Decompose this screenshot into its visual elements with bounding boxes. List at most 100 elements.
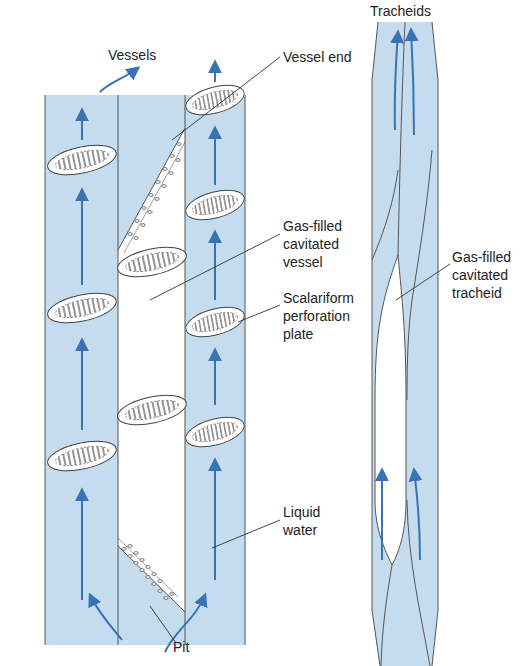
perforation-plates <box>184 185 247 225</box>
vessel-pits <box>176 159 180 162</box>
water-flow-arrows <box>100 68 138 92</box>
leader-lines <box>212 520 280 548</box>
vessel-pits <box>163 168 167 171</box>
vessel-pits <box>134 552 138 555</box>
section-heading: Tracheids <box>370 2 460 20</box>
leader-lines <box>150 234 280 300</box>
cavitated-vessel <box>124 142 185 253</box>
cavitated-vessel <box>118 538 178 597</box>
water-flow-arrows <box>214 62 216 82</box>
vessel-columns <box>185 95 245 645</box>
perforation-plates <box>184 80 247 120</box>
cavitated-vessel <box>118 128 185 250</box>
vessel-columns <box>118 95 185 645</box>
part-label: Scalariform perforation plate <box>283 289 368 343</box>
water-flow-arrows <box>81 110 83 140</box>
vessel-pits <box>164 597 168 600</box>
vessel-pits <box>134 562 138 565</box>
vessel-pits <box>158 590 162 593</box>
part-label: Gas-filled cavitated tracheid <box>452 248 518 302</box>
vessel-pits <box>169 172 173 175</box>
section-heading: Vessels <box>108 46 188 64</box>
leader-lines <box>150 57 450 643</box>
vessel-walls <box>118 95 119 645</box>
water-flow-arrows <box>81 190 83 285</box>
water-flow-arrows <box>81 490 83 600</box>
vessel-pits <box>128 555 132 558</box>
vessel-pits <box>149 194 153 197</box>
leader-lines <box>396 264 450 300</box>
vessel-pits <box>128 233 132 236</box>
water-flow-arrows <box>82 62 215 652</box>
vessel-pits <box>162 185 166 188</box>
vessel-pits <box>148 211 152 214</box>
tracheid-walls <box>372 170 398 260</box>
cavitated-tracheid <box>375 255 406 565</box>
vessel-pits <box>156 181 160 184</box>
cavitated-vessel <box>118 546 185 612</box>
part-label: Vessel end <box>283 48 403 66</box>
vessel-pits <box>141 224 145 227</box>
tracheid-flow-arrows <box>382 30 420 560</box>
water-flow-arrows <box>81 340 83 430</box>
vessel-pits <box>152 573 156 576</box>
water-flow-arrows <box>90 595 122 640</box>
water-flow-arrows <box>214 128 216 185</box>
tracheid-flow-arrows <box>395 32 398 130</box>
vessel-pits <box>135 220 139 223</box>
leader-lines <box>172 57 280 140</box>
vessel-pits <box>134 237 138 240</box>
vessel-pits <box>128 545 132 548</box>
cavitated-vessel <box>118 128 185 612</box>
vessel-pits <box>140 569 144 572</box>
water-flow-arrows <box>214 232 216 300</box>
vessel-walls <box>45 95 245 645</box>
perforation-plates <box>45 288 119 328</box>
perforation-plates <box>115 242 189 282</box>
vessel-pits <box>122 143 181 600</box>
leader-lines <box>238 305 280 322</box>
perforation-plates <box>184 302 247 342</box>
part-label: Liquid water <box>283 503 338 539</box>
perforation-plates <box>45 80 246 476</box>
tracheid-column <box>372 22 438 666</box>
vessel-columns <box>45 95 118 645</box>
vessel-pits <box>140 559 144 562</box>
vessel-pits <box>158 580 162 583</box>
vessel-pits <box>146 566 150 569</box>
vessel-walls <box>45 95 46 645</box>
cavitated-tracheid <box>375 255 406 565</box>
perforation-plates <box>45 140 119 180</box>
vessel-pits <box>146 576 150 579</box>
vessel-walls <box>185 95 186 645</box>
vessel-pits <box>155 198 159 201</box>
perforation-plates <box>184 412 247 452</box>
tracheid-walls <box>372 22 432 666</box>
part-label: Gas-filled cavitated vessel <box>283 217 363 271</box>
tracheid-walls <box>398 22 405 255</box>
perforation-plates <box>45 436 119 476</box>
water-flow-arrows <box>214 350 216 405</box>
part-label: Pit <box>173 638 213 656</box>
vessel-pits <box>177 143 181 146</box>
vessel-walls <box>245 95 246 645</box>
cavitated-vessel <box>118 128 185 612</box>
water-flow-arrows <box>214 460 216 580</box>
vessel-pits <box>142 207 146 210</box>
tracheid-flow-arrows <box>414 470 420 560</box>
tracheid-flow-arrows <box>381 470 383 560</box>
vessel-pits <box>152 583 156 586</box>
vessel-pits <box>170 155 174 158</box>
leader-lines <box>150 606 176 643</box>
tracheid-flow-arrows <box>411 30 414 135</box>
tracheid-walls <box>407 150 432 400</box>
perforation-plates <box>115 390 189 430</box>
tracheid-column <box>372 22 438 666</box>
tracheid-walls <box>381 565 392 666</box>
tracheid-column <box>432 22 438 666</box>
vessel-pits <box>122 548 126 551</box>
vessel-columns <box>45 95 245 645</box>
vessel-pits <box>170 593 174 596</box>
